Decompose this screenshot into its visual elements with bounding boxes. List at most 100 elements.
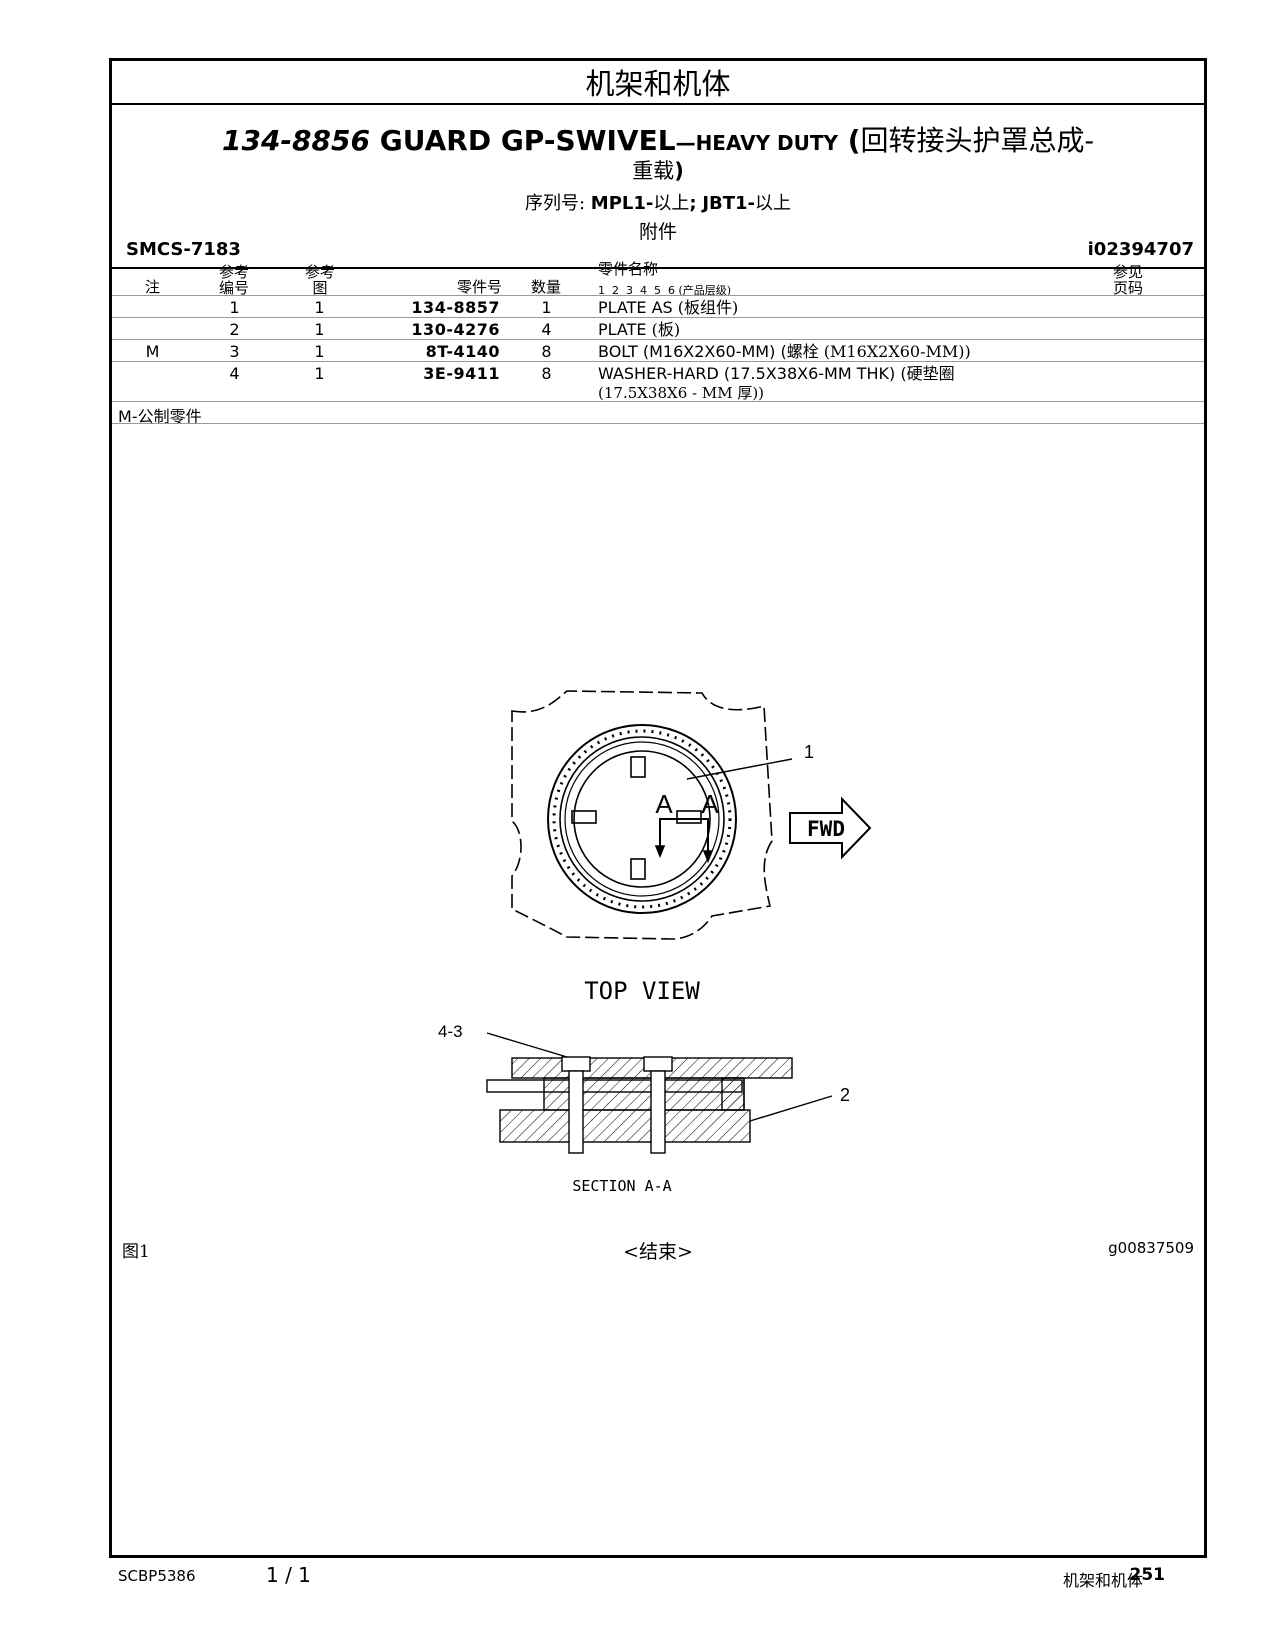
serial-2: JBT1- [702,193,756,214]
bearing-ring-inner [564,741,720,897]
bolt-right-head [643,1056,673,1072]
table-row: 2 1 130-4276 4 PLATE (板) [112,317,1204,340]
guard-plate [573,750,711,888]
section-arrowhead-left [654,845,666,859]
illustration-id: i02394707 [1087,239,1194,260]
row-ref: 4 [229,364,240,383]
section-arrowhead-right [702,850,714,864]
title-line-1: 134-8856 GUARD GP-SWIVEL—HEAVY DUTY (回转接… [112,119,1204,159]
title-part-number: 134-8856 [221,124,370,157]
row-note: M [145,342,160,361]
col-levels-numbers: 1 2 3 4 5 6 [598,284,675,297]
row-part-number: 8T-4140 [425,342,500,361]
col-note: 注 [144,278,160,296]
bearing-ring-mid [559,736,725,902]
figure-label-text: 图1 [122,1242,150,1262]
row-part-name-en: WASHER-HARD (17.5X38X6-MM THK) ( [598,364,907,383]
footer-page-number: 251 [1129,1565,1166,1585]
row-qty: 1 [541,298,552,317]
row-fig: 1 [314,364,325,383]
footer-page-of: 1 / 1 [266,1563,311,1587]
serial-1-cn: 以上 [653,193,690,214]
col-qty: 数量 [530,278,561,296]
col-part-no: 零件号 [456,278,502,296]
row-qty: 8 [541,364,552,383]
col-ref-no-line2: 编号 [218,279,249,297]
table-row: 1 1 134-8857 1 PLATE AS (板组件) [112,295,1204,318]
title-paren-close: ) [674,159,684,183]
row-fig: 1 [314,320,325,339]
title-name-cn-2: 重载 [632,159,675,183]
fwd-arrow [789,796,872,860]
plate-left [571,810,597,824]
table-row: M 3 1 8T-4140 8 BOLT (M16X2X60-MM) (螺栓 (… [112,339,1204,362]
table-bottom-rule [112,401,1204,402]
serial-label: 序列号: [524,193,586,214]
row-part-name: BOLT (M16X2X60-MM) (螺栓 (M16X2X60-MM)) [598,342,1158,361]
row-qty: 4 [541,320,552,339]
col-levels: 1 2 3 4 5 6 (产品层级) [598,282,731,298]
leader-callout-2 [749,1095,833,1122]
section-a-left-label: A [655,789,673,819]
section-plate-2 [721,1077,745,1111]
col-ref-no-line1: 参考 [218,263,249,281]
row-part-name-en: PLATE [598,320,647,339]
section-base [499,1109,751,1143]
col-part-name: 零件名称 [598,260,659,278]
section-a-right-label: A [701,789,719,819]
bolt-left-shank [568,1070,584,1154]
fwd-label: FWD [807,817,845,841]
title-line-2: 重载) [112,155,1204,185]
title-name: GUARD GP-SWIVEL [379,124,676,157]
row-part-name-cn: (板) [651,320,681,339]
col-ref-no: 参考 编号 [212,264,256,296]
section-cut-line [659,818,709,826]
serial-2-cn: 以上 [755,193,792,214]
attachment-label: 附件 [638,221,677,243]
col-ref-fig-line2: 图 [312,279,328,297]
row-part-name: WASHER-HARD (17.5X38X6-MM THK) (硬垫圈 (17.5… [598,364,1158,403]
figure-label: 图1 [122,1237,150,1262]
bolt-left-head [561,1056,591,1072]
section-view-group [486,1032,833,1154]
col-ref-fig: 参考 图 [298,264,342,296]
graphic-id: g00837509 [1108,1239,1194,1257]
row-qty: 8 [541,342,552,361]
callout-1: 1 [804,742,814,762]
row-part-name-cn: 螺栓 (M16X2X60-MM)) [786,342,971,361]
callout-2: 2 [840,1085,850,1105]
section-header: 机架和机体 [112,61,1204,105]
bolt-right-shank [650,1070,666,1154]
row-part-name: PLATE (板) [598,320,1158,339]
row-part-number: 3E-9411 [423,364,500,383]
row-ref: 2 [229,320,240,339]
page-frame: 机架和机体 134-8856 GUARD GP-SWIVEL—HEAVY DUT… [109,58,1207,1558]
col-levels-note: (产品层级) [678,284,732,297]
legend: M-公制零件 [118,403,202,427]
title-name-cn-1: 回转接头护罩总成- [860,124,1094,157]
leader-callout-43 [486,1032,568,1058]
bearing-ring-outer [547,724,737,914]
row-part-name-en: PLATE AS [598,298,673,317]
section-view-label: SECTION A-A [572,1177,671,1195]
row-ref: 3 [229,342,240,361]
row-part-name-cn: 硬垫圈 [906,364,955,383]
top-view-label: TOP VIEW [584,977,700,1005]
smcs-code: SMCS-7183 [126,239,241,260]
serial-1: MPL1- [590,193,654,214]
col-see-page-line2: 页码 [1112,279,1143,297]
serial-separator: ; [689,193,697,214]
title-name-suffix: —HEAVY DUTY [675,131,838,155]
row-part-number: 130-4276 [411,320,500,339]
bearing-ring-bolt-circle [552,729,732,909]
footer-section: 机架和机体 [1062,1571,1143,1590]
row-part-number: 134-8857 [411,298,500,317]
callout-4-3: 4-3 [438,1022,463,1041]
col-see-page-line1: 参见 [1112,263,1143,281]
row-part-name-line2: (17.5X38X6 - MM 厚)) [598,384,765,402]
table-top-rule [112,267,1204,269]
row-part-name-cn: (板组件) [677,298,739,317]
row-fig: 1 [314,298,325,317]
row-ref: 1 [229,298,240,317]
legend-code: M- [118,407,138,426]
